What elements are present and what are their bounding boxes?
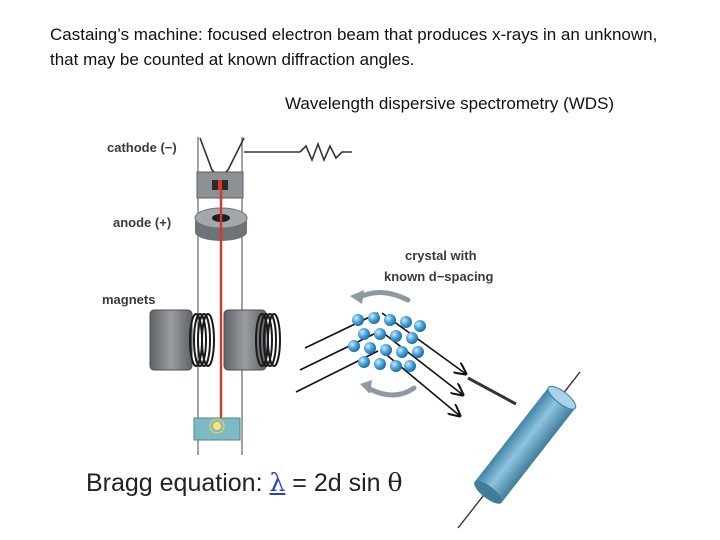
- theta-symbol: θ: [387, 468, 403, 497]
- crystal-label-line2: known d−spacing: [384, 269, 493, 284]
- rotation-arrow-icon: [350, 290, 417, 398]
- lambda-symbol[interactable]: λ: [269, 468, 286, 497]
- bragg-prefix: Bragg equation:: [86, 469, 263, 497]
- resistor-icon: [299, 141, 352, 163]
- crystal-lattice: [348, 312, 426, 372]
- anode-label: anode (+): [113, 215, 171, 230]
- bragg-formula: = 2d sin: [292, 469, 381, 497]
- detector-cylinder: [474, 385, 577, 504]
- wds-title: Wavelength dispersive spectrometry (WDS): [285, 94, 615, 113]
- cathode-block: [196, 171, 244, 199]
- crystal-label-line1: crystal with: [405, 248, 477, 263]
- detector-slit: [467, 376, 517, 406]
- magnets-label: magnets: [102, 292, 155, 307]
- specimen: [193, 417, 241, 441]
- intro-text: Castaing’s machine: focused electron bea…: [50, 25, 658, 69]
- magnet-right: [223, 309, 281, 371]
- bragg-equation: Bragg equation: λ = 2d sin θ: [86, 468, 403, 498]
- magnet-left: [149, 309, 215, 371]
- cathode-label: cathode (−): [107, 140, 177, 155]
- anode-ring: [194, 207, 248, 241]
